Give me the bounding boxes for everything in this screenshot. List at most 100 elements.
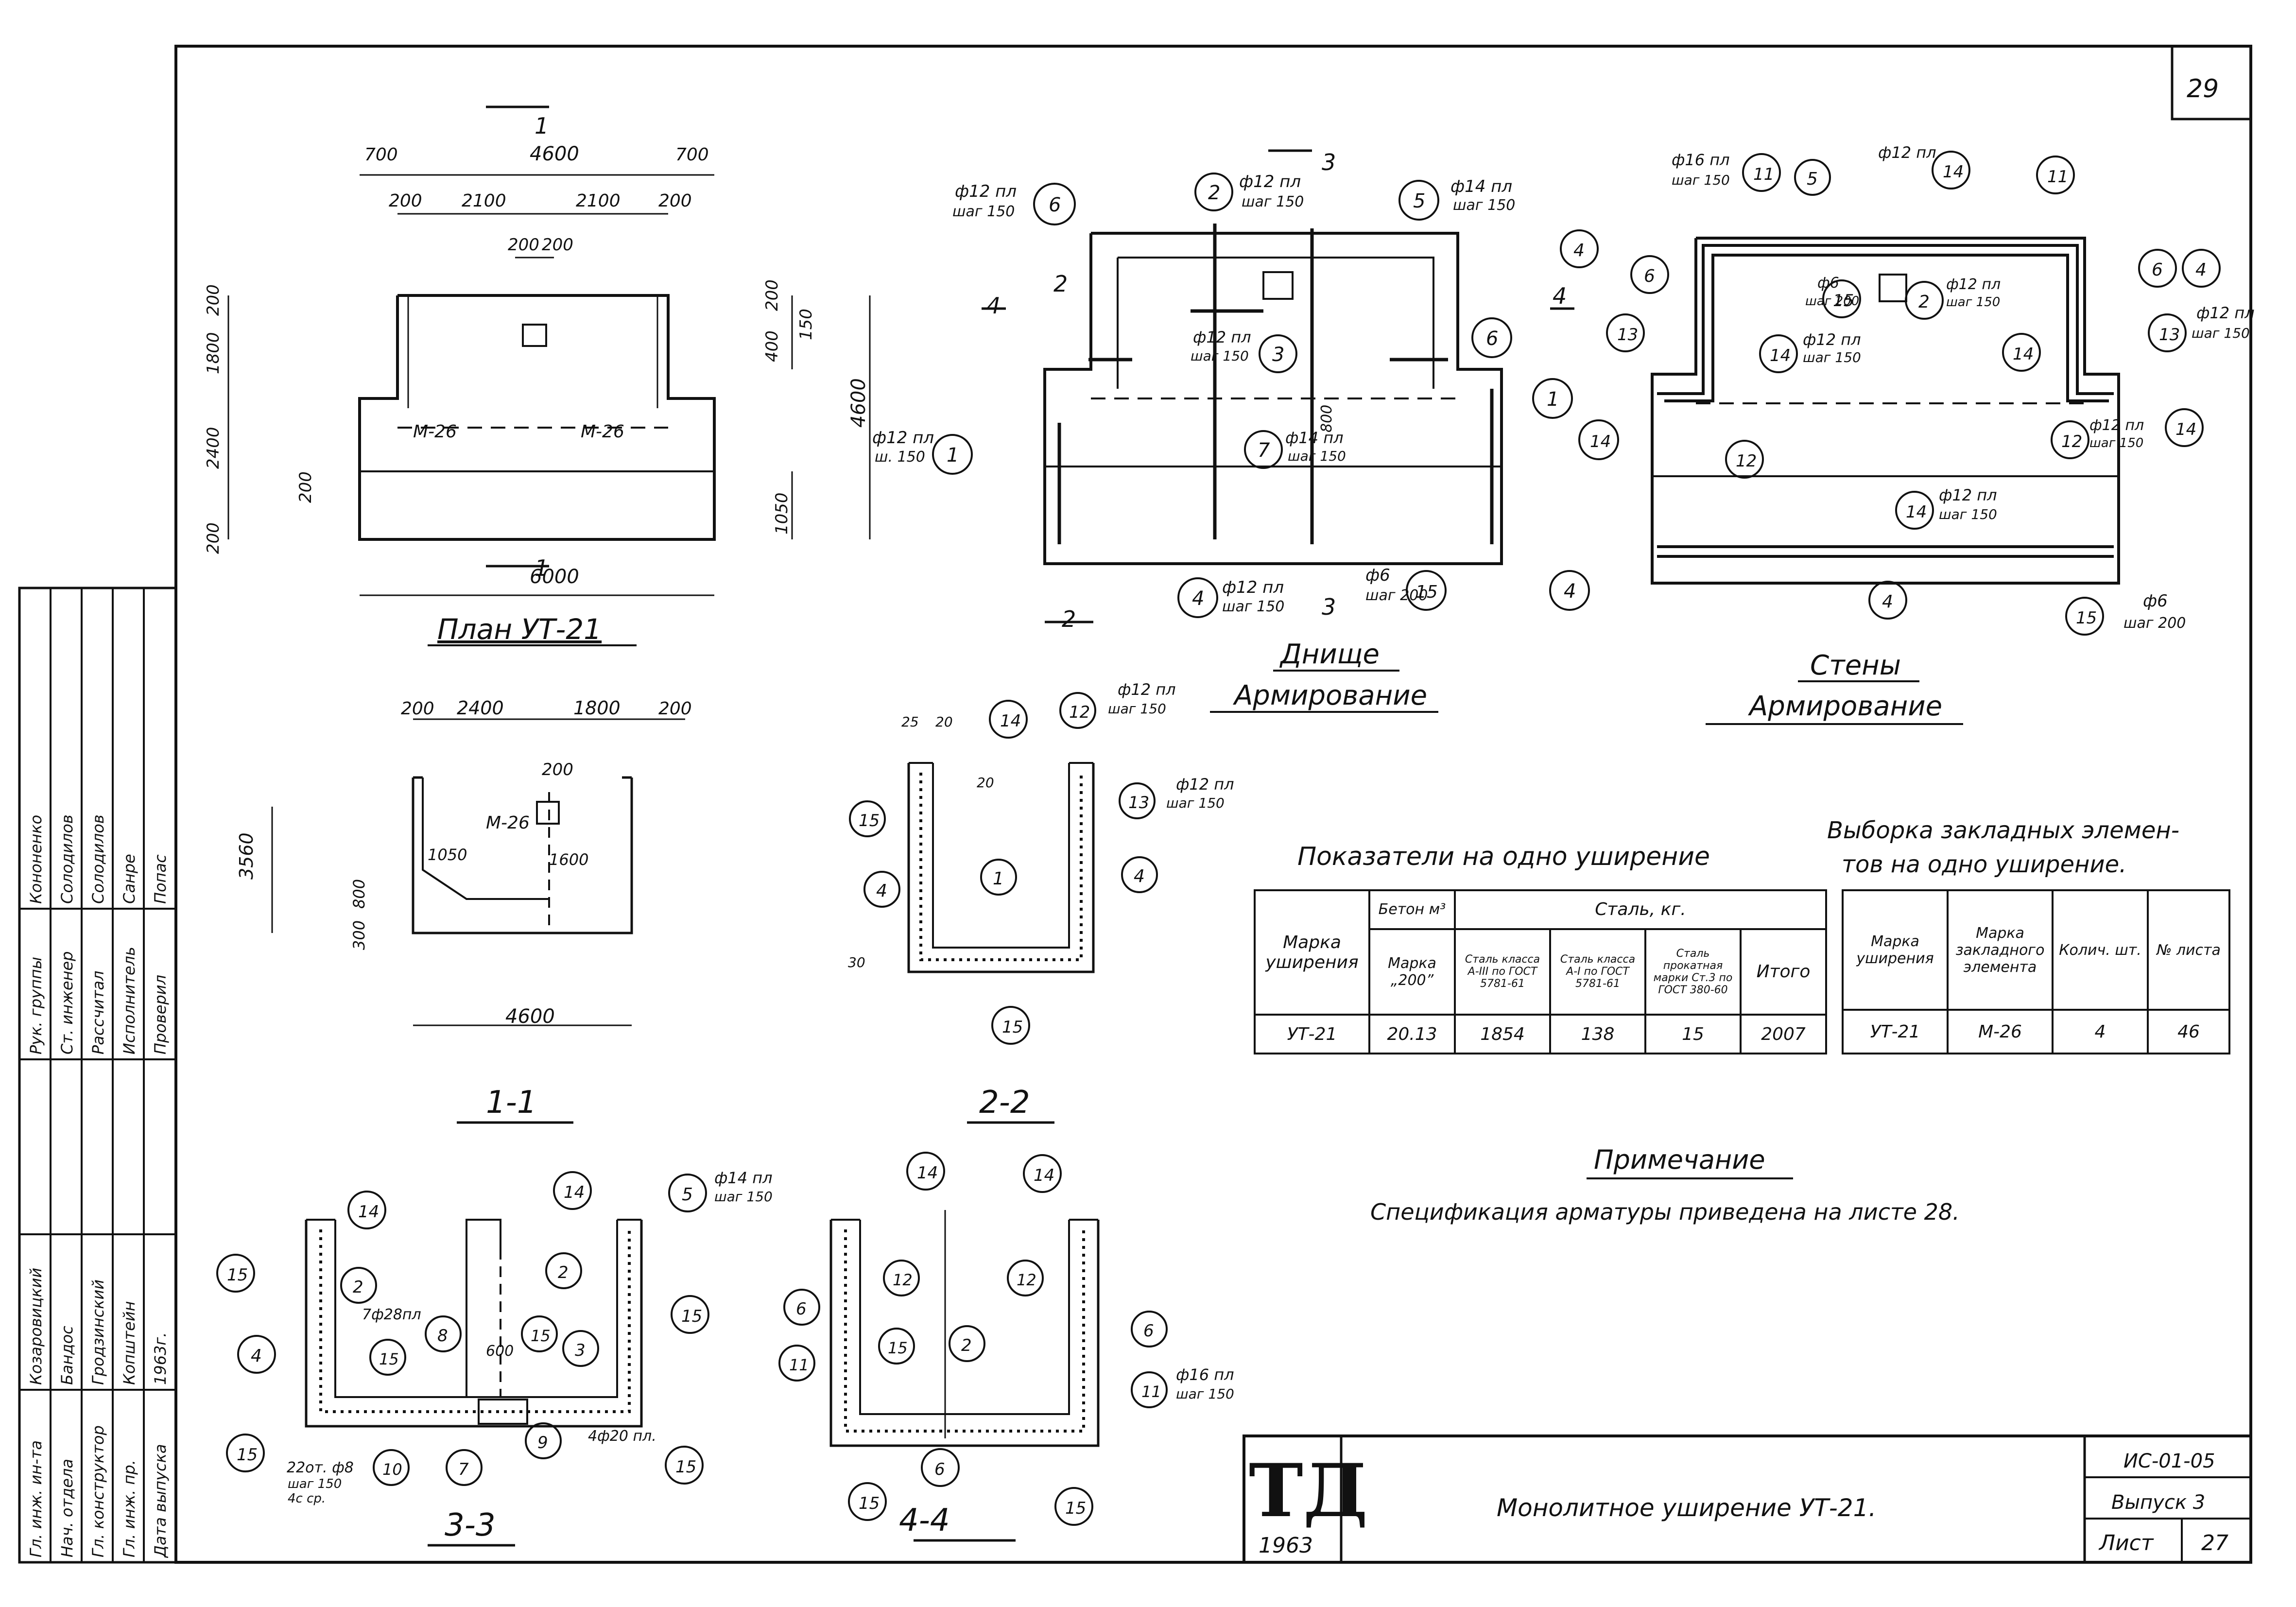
- sec44-lbl-11: ф16 пл: [1176, 1365, 1234, 1384]
- bottom-c7: 7: [1258, 439, 1270, 462]
- walls-rebar-inner: [1664, 254, 2109, 402]
- stamp-name-1: Бандос: [58, 1326, 76, 1385]
- sec44-callout-12a: [883, 1260, 920, 1296]
- sec22-c15: 15: [859, 811, 880, 830]
- ind-cell-concrete: 20.13: [1368, 1014, 1456, 1054]
- stamp-role-0: Гл. инж. ин-та: [27, 1440, 45, 1557]
- walls-sub-15b: шаг 200: [2123, 615, 2186, 632]
- sec11-dim-200c: 200: [542, 760, 573, 779]
- emb-h-el: Марка закладного элемента: [1947, 889, 2054, 1011]
- ind-h-s2: Сталь класса А-I по ГОСТ 5781-61: [1549, 928, 1646, 1016]
- walls-hatch: [1879, 274, 1907, 302]
- sec22-sub-13: шаг 150: [1166, 795, 1225, 811]
- walls-sub-11: шаг 150: [1672, 172, 1730, 188]
- walls-sub-2: шаг 150: [1946, 295, 2000, 310]
- sec22-dim-25: 25: [901, 714, 919, 730]
- walls-lbl-15b: ф6: [2143, 591, 2168, 611]
- walls-c14c: 14: [1770, 346, 1791, 365]
- sec33-callout-14a: [347, 1191, 386, 1229]
- logo-year: 1963: [1259, 1533, 1313, 1558]
- sec22-dim-20: 20: [935, 714, 953, 730]
- walls-reinf-view: [1560, 151, 2221, 636]
- sec22-c12: 12: [1069, 703, 1090, 722]
- ind-cell-s3: 15: [1644, 1014, 1742, 1054]
- plan-dim-700-right: 700: [675, 145, 709, 165]
- bottom-lbl-4: ф12 пл: [1222, 578, 1284, 597]
- walls-callout-5: [1794, 159, 1831, 196]
- ind-cell-mark: УТ-21: [1254, 1014, 1370, 1054]
- ind-h-concrete: Бетон м³: [1368, 889, 1456, 930]
- sheet-label: Лист: [2098, 1531, 2154, 1555]
- bottom-c4b: 4: [1564, 580, 1576, 603]
- section-1-1: [271, 718, 685, 1026]
- indicators-data-row: УТ-21 20.13 1854 138 15 2007: [1254, 1014, 1827, 1054]
- sec33-c4: 4: [251, 1346, 262, 1366]
- sec33-hatch: [478, 1399, 528, 1425]
- sec33-callout-4: [237, 1335, 276, 1374]
- walls-callout-2: [1905, 281, 1944, 320]
- walls-c4a: 4: [1573, 241, 1585, 260]
- sec22-c14: 14: [1000, 711, 1021, 731]
- walls-lbl-14f: ф12 пл: [1939, 486, 1997, 504]
- walls-rebar-outer: [1657, 244, 2114, 395]
- ind-cell-s1: 1854: [1454, 1014, 1551, 1054]
- bottom-sub-5: шаг 150: [1453, 197, 1515, 214]
- emb-h-sheet: № листа: [2147, 889, 2230, 1011]
- bottom-callout-5: [1398, 180, 1439, 221]
- plan-dim-right-150: 150: [796, 309, 816, 340]
- walls-c15b: 15: [2076, 608, 2097, 628]
- walls-c2: 2: [1918, 292, 1930, 312]
- sec33-c15f: 15: [675, 1457, 696, 1477]
- sec33-sub-5: шаг 150: [714, 1189, 773, 1205]
- ind-cell-total: 2007: [1740, 1014, 1827, 1054]
- sec33-note-7f28: 7ф28пл: [362, 1306, 421, 1323]
- indicators-header-row-1: Марка уширения Бетон м³ Сталь, кг.: [1254, 889, 1827, 1016]
- bottom-callout-4: [1177, 577, 1218, 618]
- walls-c11a: 11: [1753, 165, 1774, 184]
- walls-callout-14e: [2165, 408, 2204, 447]
- sec44-c6c: 6: [934, 1460, 945, 1479]
- sec11-dim-200b: 200: [658, 699, 692, 719]
- sec33-c3: 3: [575, 1341, 586, 1360]
- sec33-callout-15b: [671, 1295, 709, 1334]
- ind-h-mark: Марка уширения: [1254, 889, 1370, 1016]
- section-3-3: [216, 1171, 709, 1486]
- bottom-lbl-5: ф14 пл: [1450, 177, 1512, 196]
- sec33-callout-7: [446, 1449, 483, 1486]
- sec11-title: 1-1: [486, 1085, 537, 1121]
- walls-c13b: 13: [2159, 325, 2180, 345]
- sheet-issue: Выпуск 3: [2111, 1491, 2205, 1514]
- bottom-sec-3b: 3: [1322, 594, 1336, 620]
- sec33-c2a: 2: [353, 1278, 363, 1297]
- sec22-callout-4a: [863, 871, 900, 908]
- walls-c12b: 12: [2061, 432, 2082, 451]
- walls-lbl-12: ф12 пл: [2089, 417, 2144, 434]
- sec22-callout-12: [1059, 692, 1096, 729]
- plan-dim-2100-b: 2100: [576, 191, 621, 211]
- bottom-sub-3: шаг 150: [1191, 348, 1249, 364]
- sec33-dots: [319, 1229, 631, 1413]
- sec33-note-4f20: 4ф20 пл.: [588, 1428, 656, 1445]
- sec22-callout-1: [980, 859, 1017, 896]
- embedded-data-row: УТ-21 М-26 4 46: [1842, 1009, 2230, 1054]
- emb-h-mark: Марка уширения: [1842, 889, 1949, 1011]
- sec44-callout-6b: [1131, 1311, 1168, 1348]
- walls-callout-15a: [1822, 279, 1861, 318]
- walls-callout-14f: [1895, 491, 1934, 530]
- plan-dim-left-200a: 200: [204, 284, 223, 316]
- emb-cell-sheet: 46: [2147, 1009, 2230, 1054]
- sec33-c15e: 15: [237, 1445, 258, 1465]
- walls-c14f: 14: [1906, 502, 1927, 522]
- sec33-callout-14b: [553, 1171, 592, 1210]
- bottom-c1b: 1: [947, 444, 959, 467]
- bottom-c6: 6: [1049, 194, 1061, 216]
- walls-callout-12b: [2051, 420, 2089, 459]
- sec22-title: 2-2: [979, 1085, 1030, 1121]
- plan-section-mark-bottom: 1: [535, 555, 549, 581]
- walls-sub-14c: шаг 150: [1803, 349, 1861, 365]
- walls-callout-13b: [2148, 313, 2187, 352]
- sec44-c15b: 15: [859, 1494, 880, 1513]
- sec33-c15b: 15: [681, 1307, 702, 1326]
- bottom-callout-1: [1532, 378, 1573, 419]
- plan-hatch: [522, 324, 547, 347]
